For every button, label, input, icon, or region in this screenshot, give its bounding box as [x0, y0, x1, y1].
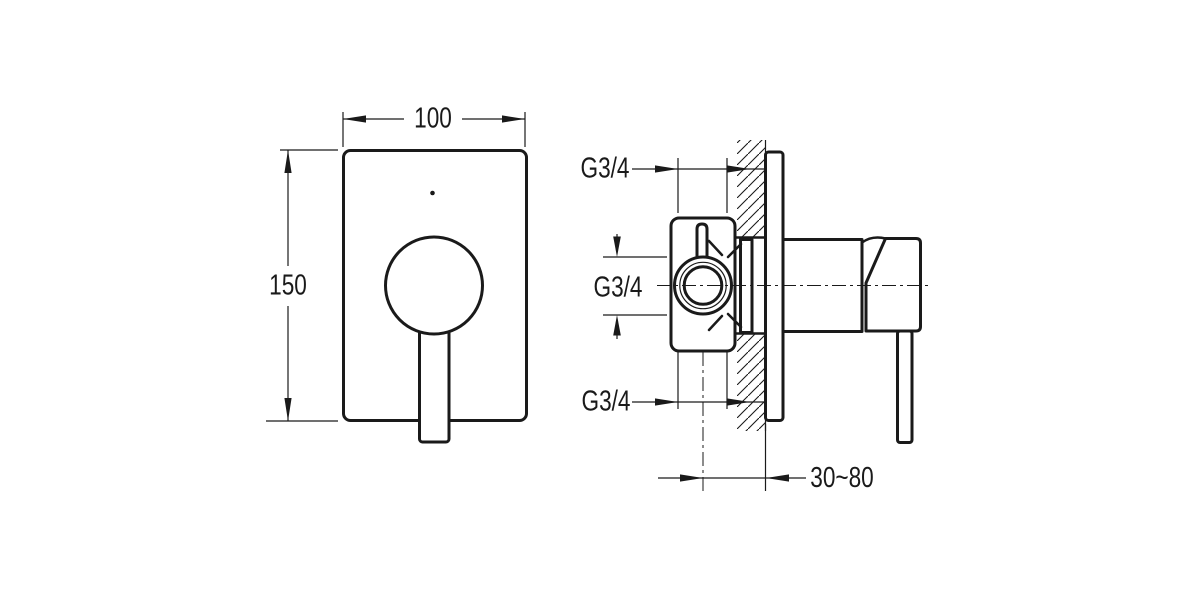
wall-hatch-lower	[737, 333, 766, 431]
arrowhead-left	[766, 474, 789, 482]
side-lever-handle	[896, 329, 914, 444]
handle-hub-arc	[860, 236, 887, 244]
front-height-label: 150	[269, 268, 307, 301]
side-view: G3/4 G3/4 G3/4 30~80	[580, 140, 929, 494]
arrowhead-down	[284, 398, 292, 421]
top-port-label: G3/4	[580, 151, 629, 184]
arrowhead-up	[284, 150, 292, 173]
bottom-port-label: G3/4	[581, 384, 630, 417]
front-handle-base	[384, 235, 484, 336]
depth-range-label: 30~80	[810, 460, 874, 493]
arrowhead	[727, 398, 750, 406]
cartridge-pin	[695, 222, 709, 261]
arrowhead-left	[343, 115, 366, 123]
front-width-dimension: 100	[342, 101, 526, 147]
bottom-port-dimension: G3/4	[581, 352, 766, 417]
wall-hatch-upper	[737, 140, 766, 238]
extension-line	[677, 158, 728, 213]
handle-body-cylinder	[781, 238, 864, 333]
extension-line	[677, 352, 728, 409]
arrowhead-right	[502, 115, 525, 123]
arrowhead-down	[613, 236, 621, 257]
front-height-dimension: 150	[266, 149, 338, 422]
side-escutcheon-plate	[764, 150, 785, 422]
front-set-screw-dot	[430, 190, 435, 196]
arrowhead-up	[613, 315, 621, 336]
front-width-label: 100	[414, 101, 452, 134]
arrowhead	[655, 398, 678, 406]
side-port-label: G3/4	[593, 270, 642, 303]
side-port-dimension: G3/4	[593, 234, 667, 339]
depth-dimension: 30~80	[658, 424, 874, 494]
handle-hub-cap	[864, 237, 922, 333]
arrowhead	[655, 165, 678, 173]
arrowhead-right	[680, 474, 703, 482]
front-view: 100 150	[266, 101, 528, 444]
handle-side	[781, 236, 922, 444]
port-boss-chamfers	[707, 239, 743, 332]
arrowhead	[727, 165, 750, 173]
top-port-dimension: G3/4	[580, 151, 766, 213]
